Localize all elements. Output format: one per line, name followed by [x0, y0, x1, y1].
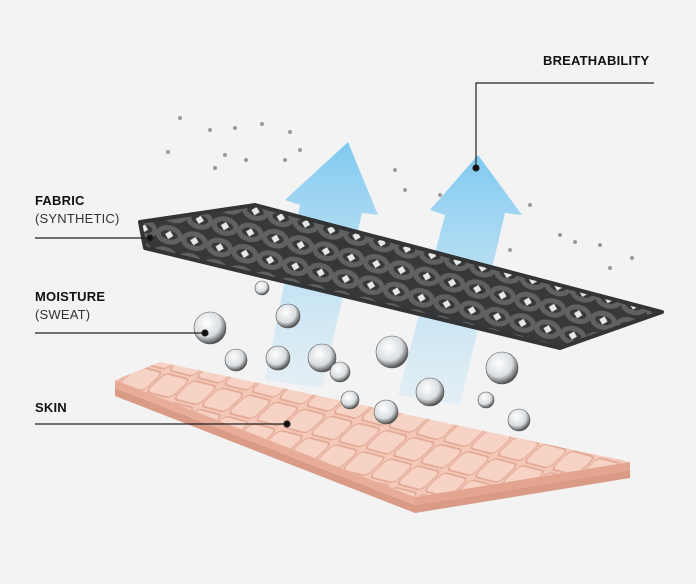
- moisture-title: MOISTURE: [35, 289, 106, 304]
- fabric-label: FABRIC (SYNTHETIC): [35, 192, 120, 228]
- breathability-label: BREATHABILITY: [543, 52, 649, 70]
- breathability-title: BREATHABILITY: [543, 53, 650, 68]
- sweat-droplets: [193, 280, 531, 432]
- leader-lines: [35, 82, 654, 428]
- fabric-title: FABRIC: [35, 193, 85, 208]
- fabric-layer: [138, 203, 664, 350]
- moisture-subtitle: (SWEAT): [35, 307, 91, 322]
- skin-label: SKIN: [35, 399, 67, 417]
- fabric-subtitle: (SYNTHETIC): [35, 211, 120, 226]
- skin-layer: [115, 362, 630, 513]
- moisture-label: MOISTURE (SWEAT): [35, 288, 105, 324]
- breathability-leader: [475, 82, 654, 168]
- vapor-particles: [166, 116, 634, 270]
- skin-title: SKIN: [35, 400, 67, 415]
